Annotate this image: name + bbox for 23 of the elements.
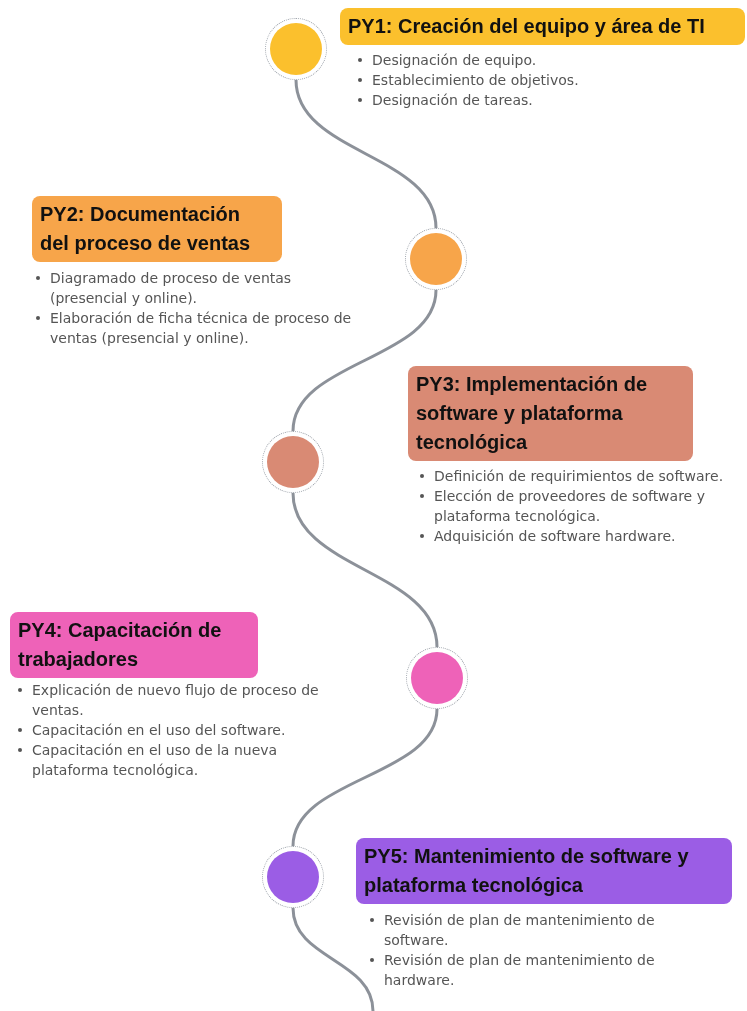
milestone-heading: PY4: Capacitación de trabajadores (10, 612, 258, 678)
road-connector (291, 708, 439, 847)
bullet-item: Revisión de plan de mantenimiento de software. (384, 911, 656, 950)
bullet-item: Capacitación en el uso de la nueva plataforma tecnológica. (32, 741, 279, 780)
bullet-item: Explicación de nuevo flujo de proceso de ventas. (32, 681, 320, 720)
milestone-heading: PY3: Implementación de software y plataforma tecnológica (408, 366, 693, 461)
milestone-heading: PY2: Documentación del proceso de ventas (32, 196, 282, 262)
bullet-item: Designación de tareas. (372, 91, 533, 110)
road-connector (291, 289, 438, 432)
bullet-item: Diagramado de proceso de ventas (presencial y online). (50, 269, 293, 308)
bullet-item: Revisión de plan de mantenimiento de hardware. (384, 951, 656, 990)
road-connector (291, 907, 375, 1011)
bullet-item: Elección de proveedores de software y plataforma tecnológica. (434, 487, 706, 526)
bullet-item: Adquisición de software hardware. (434, 527, 676, 546)
bullet-item: Elaboración de ficha técnica de proceso de ventas (presencial y online). (50, 309, 353, 348)
bullet-item: Definición de requirimientos de software. (434, 467, 724, 486)
road-connector (294, 79, 438, 229)
milestone-heading: PY1: Creación del equipo y área de TI (340, 8, 745, 45)
bullet-item: Establecimiento de objetivos. (372, 71, 579, 90)
road-connector (291, 492, 439, 648)
milestone-heading: PY5: Mantenimiento de software y plataforma tecnológica (356, 838, 732, 904)
bullet-item: Designación de equipo. (372, 51, 537, 70)
bullet-item: Capacitación en el uso del software. (32, 721, 286, 740)
